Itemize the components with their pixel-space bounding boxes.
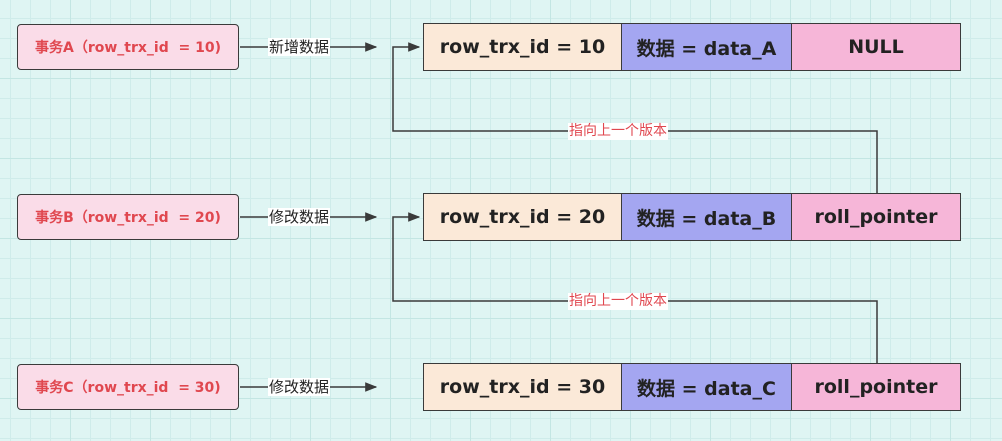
transaction-a-box: 事务A（row_trx_id = 10) xyxy=(17,24,239,70)
version-link-label-2: 指向上一个版本 xyxy=(568,293,668,310)
txn-a-action-label: 新增数据 xyxy=(268,38,331,56)
version-link-c-to-b xyxy=(392,212,878,363)
transaction-c-box: 事务C（row_trx_id = 30) xyxy=(17,364,239,410)
record-a-trx-id-cell: row_trx_id = 10 xyxy=(423,23,622,71)
record-c-trx-id-cell: row_trx_id = 30 xyxy=(423,363,622,411)
txn-b-action-label: 修改数据 xyxy=(268,208,331,226)
version-link-b-to-a xyxy=(392,42,878,193)
record-c-pointer-cell: roll_pointer xyxy=(791,363,961,411)
transaction-b-box: 事务B（row_trx_id = 20) xyxy=(17,194,239,240)
record-b-data-cell: 数据 = data_B xyxy=(621,193,792,241)
record-a-pointer-cell: NULL xyxy=(791,23,961,71)
record-b-pointer-cell: roll_pointer xyxy=(791,193,961,241)
record-b-trx-id-cell: row_trx_id = 20 xyxy=(423,193,622,241)
version-link-label-1: 指向上一个版本 xyxy=(568,123,668,140)
txn-c-action-label: 修改数据 xyxy=(268,378,331,396)
record-c-data-cell: 数据 = data_C xyxy=(621,363,792,411)
record-a-data-cell: 数据 = data_A xyxy=(621,23,792,71)
